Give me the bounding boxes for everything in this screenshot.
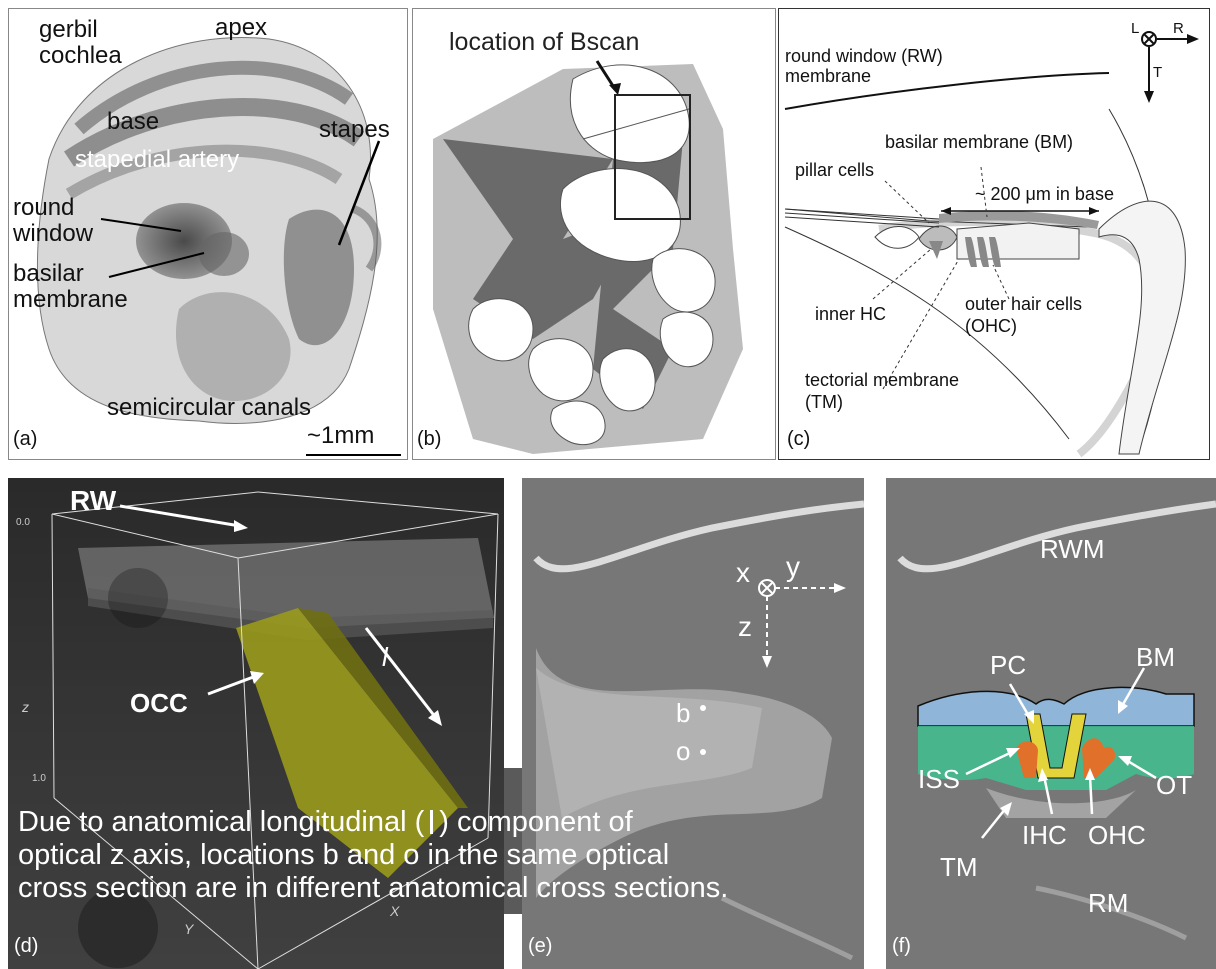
panel-letter: (b)	[417, 429, 441, 450]
apex-label: apex	[215, 15, 267, 40]
basilar-line1: basilar	[13, 261, 84, 286]
ihc-label: IHC	[1022, 822, 1067, 849]
semicircular-label: semicircular canals	[107, 395, 311, 420]
inner-hc-label: inner HC	[815, 305, 886, 324]
basilar-line2: membrane	[13, 287, 128, 312]
axis-r: R	[1173, 21, 1184, 37]
panel-f: RWM PC BM ISS OT IHC OHC TM RM (f)	[886, 478, 1216, 969]
z-axis-label: z	[22, 700, 29, 715]
caption-line1-b: ) component of	[439, 806, 632, 838]
tick-bottom: 1.0	[32, 774, 46, 785]
l-label: l	[382, 644, 388, 671]
panel-letter: (f)	[892, 936, 911, 957]
panel-letter: (e)	[528, 936, 552, 957]
tm-line2: (TM)	[805, 393, 843, 412]
occ-label: OCC	[130, 690, 188, 717]
cochlea-schematic	[413, 9, 776, 460]
round-window-line2: window	[13, 221, 93, 246]
y-label: y	[786, 552, 800, 581]
caption-line2: optical z axis, locations b and o in the…	[18, 839, 898, 872]
title-line2: cochlea	[39, 43, 122, 68]
axis-l: L	[1131, 21, 1139, 37]
width-note: ~ 200 μm in base	[975, 185, 1114, 204]
tm-label: TM	[940, 854, 978, 881]
x-label: x	[736, 558, 750, 587]
z-label: z	[738, 612, 752, 641]
base-label: base	[107, 109, 159, 134]
panel-letter: (a)	[13, 429, 37, 450]
bm-label: basilar membrane (BM)	[885, 133, 1073, 152]
ohc-label: OHC	[1088, 822, 1146, 849]
ot-label: OT	[1156, 772, 1192, 799]
caption-line3: cross section are in different anatomica…	[18, 872, 898, 905]
tm-line1: tectorial membrane	[805, 371, 959, 390]
rw-label: RW	[70, 486, 116, 515]
stapedial-artery-label: stapedial artery	[75, 147, 239, 172]
rw-line1: round window (RW)	[785, 47, 943, 66]
bm-label: BM	[1136, 644, 1175, 671]
caption-line1: Due to anatomical longitudinal ( ) compon…	[18, 806, 898, 839]
panel-letter: (d)	[14, 936, 38, 957]
o-label: o	[676, 738, 690, 765]
panel-letter: (c)	[787, 429, 810, 450]
panel-b: location of Bscan (b)	[412, 8, 776, 460]
rw-line2: membrane	[785, 67, 871, 86]
ohc-line1: outer hair cells	[965, 295, 1082, 314]
rwm-label: RWM	[1040, 536, 1105, 563]
axis-t: T	[1153, 65, 1162, 81]
panel-c: round window (RW) membrane basilar membr…	[778, 8, 1210, 460]
longitudinal-bar-icon	[430, 810, 433, 834]
iss-label: ISS	[918, 766, 960, 793]
scale-label: ~1mm	[307, 423, 374, 448]
y-axis-label: Y	[184, 922, 193, 937]
tick-top: 0.0	[16, 518, 30, 529]
x-axis-label: X	[390, 904, 399, 919]
pc-label: PC	[990, 652, 1026, 679]
caption-line1-a: Due to anatomical longitudinal (	[18, 806, 424, 838]
caption: Due to anatomical longitudinal ( ) compon…	[18, 806, 898, 905]
ohc-line2: (OHC)	[965, 317, 1017, 336]
round-window-line1: round	[13, 195, 74, 220]
stapes-label: stapes	[319, 117, 390, 142]
title-line1: gerbil	[39, 17, 98, 42]
b-label: b	[676, 700, 690, 727]
panel-a: gerbil cochlea apex base stapedial arter…	[8, 8, 408, 460]
rm-label: RM	[1088, 890, 1128, 917]
pillar-label: pillar cells	[795, 161, 874, 180]
location-label: location of Bscan	[449, 29, 639, 55]
